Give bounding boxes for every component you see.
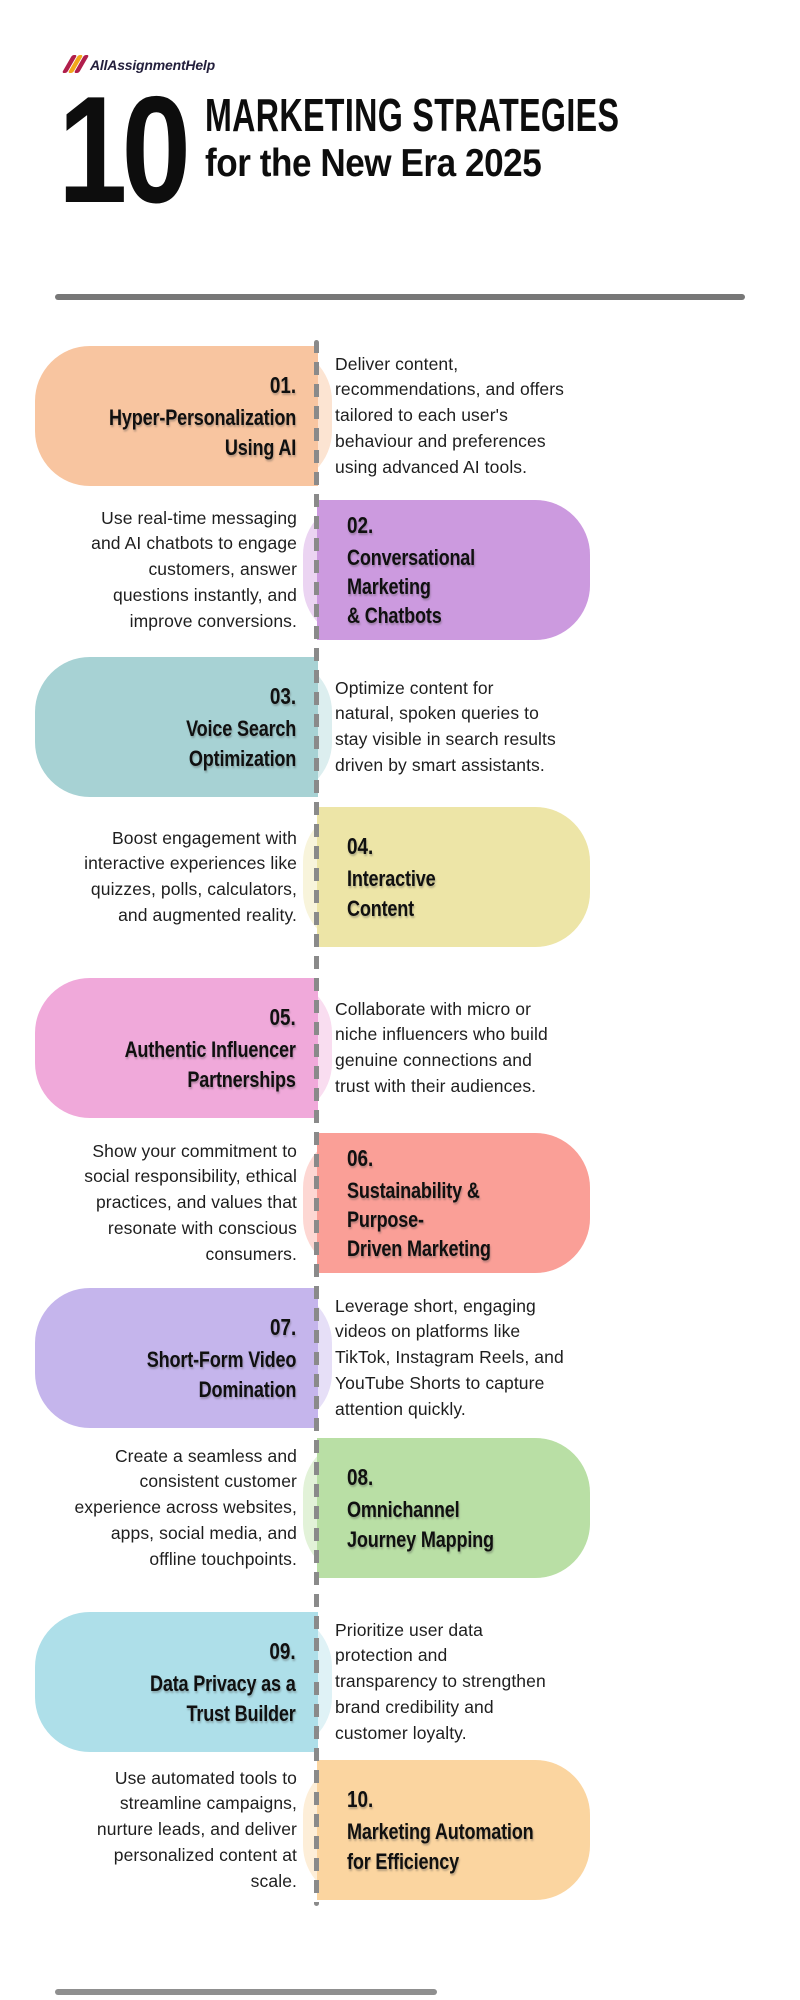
strategy-pill: 01. Hyper-Personalization Using AI [35,346,318,486]
top-divider-line [55,294,745,300]
strategy-description: Leverage short, engaging videos on platf… [335,1295,564,1419]
strategy-title: Data Privacy as a Trust Builder [150,1671,296,1726]
strategy-item-10: 10. Marketing Automation for Efficiency … [0,1760,800,1900]
strategy-item-3: 03. Voice Search Optimization Optimize c… [0,657,800,797]
strategy-title: Marketing Automation for Efficiency [347,1819,534,1874]
strategy-title: Hyper-Personalization Using AI [108,405,296,460]
page-title-line1: MARKETING STRATEGIES [205,89,620,141]
strategy-pill: 03. Voice Search Optimization [35,657,318,797]
strategy-item-7: 07. Short-Form Video Domination Leverage… [0,1288,800,1428]
strategy-pill: 07. Short-Form Video Domination [35,1288,318,1428]
strategy-pill: 08. Omnichannel Journey Mapping [317,1438,590,1578]
strategy-number: 08. [347,1464,374,1491]
strategy-title: Conversational Marketing & Chatbots [347,544,476,629]
big-number-10: 10 [58,65,191,235]
strategy-number: 10. [347,1786,374,1813]
strategy-description: Use automated tools to streamline campai… [96,1767,297,1891]
strategy-number: 05. [269,1004,296,1031]
strategy-number: 07. [269,1314,296,1341]
strategy-description: Boost engagement with interactive experi… [84,827,297,925]
strategy-number: 01. [269,372,296,399]
strategy-description: Optimize content for natural, spoken que… [335,677,556,775]
strategy-item-2: 02. Conversational Marketing & Chatbots … [0,500,800,640]
strategy-pill: 06. Sustainability & Purpose- Driven Mar… [317,1133,590,1273]
strategy-title: Voice Search Optimization [185,716,296,771]
strategy-number: 09. [269,1638,296,1665]
strategy-description: Use real-time messaging and AI chatbots … [91,507,297,631]
brand-name: AllAssignmentHelp [90,56,215,73]
strategy-number: 04. [347,833,374,860]
strategy-item-5: 05. Authentic Influencer Partnerships Co… [0,978,800,1118]
strategy-item-4: 04. Interactive Content Boost engagement… [0,807,800,947]
strategy-number: 02. [347,511,374,538]
strategy-pill: 09. Data Privacy as a Trust Builder [35,1612,318,1752]
strategy-item-9: 09. Data Privacy as a Trust Builder Prio… [0,1612,800,1752]
strategy-item-8: 08. Omnichannel Journey Mapping Create a… [0,1438,800,1578]
strategy-pill: 02. Conversational Marketing & Chatbots [317,500,590,640]
strategy-description: Show your commitment to social responsib… [84,1140,297,1264]
bottom-divider-line [55,1989,437,1995]
strategy-item-1: 01. Hyper-Personalization Using AI Deliv… [0,346,800,486]
strategy-title: Interactive Content [347,866,436,921]
strategy-description: Deliver content, recommendations, and of… [335,353,565,477]
strategy-description: Prioritize user data protection and tran… [335,1619,546,1743]
strategy-number: 06. [347,1144,374,1171]
strategy-title: Omnichannel Journey Mapping [347,1497,494,1552]
strategy-pill: 10. Marketing Automation for Efficiency [317,1760,590,1900]
strategy-description: Create a seamless and consistent custome… [74,1445,297,1569]
strategy-item-6: 06. Sustainability & Purpose- Driven Mar… [0,1133,800,1273]
strategy-number: 03. [269,683,296,710]
strategy-pill: 05. Authentic Influencer Partnerships [35,978,318,1118]
strategy-title: Authentic Influencer Partnerships [124,1037,296,1092]
page-title: MARKETING STRATEGIES for the New Era 202… [205,92,797,185]
strategy-pill: 04. Interactive Content [317,807,590,947]
page-title-line2: for the New Era 2025 [205,141,542,185]
strategy-description: Collaborate with micro or niche influenc… [335,998,548,1096]
strategy-title: Short-Form Video Domination [146,1347,297,1402]
brand-logo: AllAssignmentHelp [61,55,215,74]
center-dashed-line [314,340,319,1906]
strategy-title: Sustainability & Purpose- Driven Marketi… [347,1177,491,1262]
